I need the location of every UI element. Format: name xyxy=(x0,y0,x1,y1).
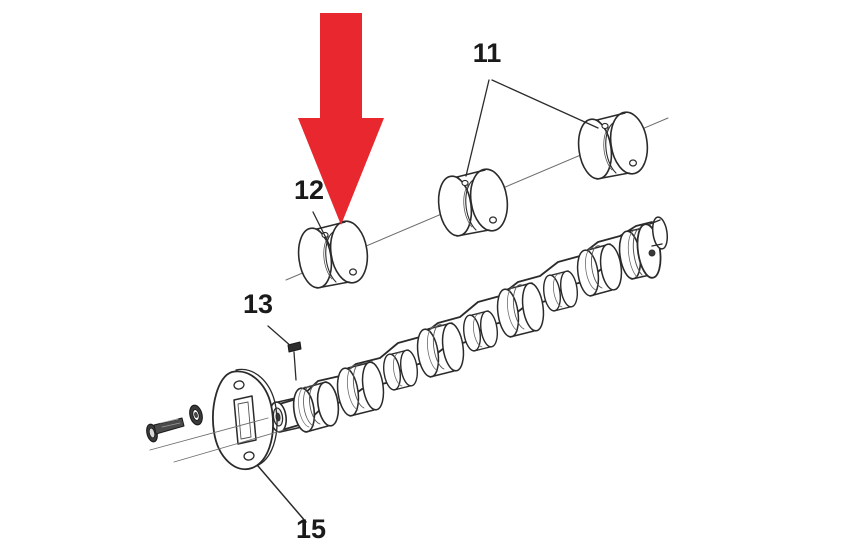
thrust-plate-bolt xyxy=(146,417,185,443)
callout-label-12: 12 xyxy=(294,175,324,205)
camshaft-journal-1 xyxy=(382,349,419,391)
camshaft-journal-3 xyxy=(542,270,579,312)
camshaft-nose-journal xyxy=(269,396,303,433)
red-down-arrow xyxy=(298,13,384,225)
camshaft-thrust-plate xyxy=(212,368,278,471)
camshaft-lobe-1 xyxy=(336,361,385,417)
camshaft-drive-flange xyxy=(292,381,340,433)
camshaft-lobe-3 xyxy=(496,282,545,338)
camshaft-lobe-2 xyxy=(416,322,465,378)
camshaft xyxy=(269,216,669,433)
callout-label-15: 15 xyxy=(296,514,326,544)
callout-label-11: 11 xyxy=(473,38,502,68)
assembly-guide-lines xyxy=(149,417,285,463)
leader-lines xyxy=(257,79,599,523)
camshaft-bearing-shell-middle xyxy=(437,168,509,237)
callout-label-13: 13 xyxy=(243,289,273,319)
woodruff-key xyxy=(287,341,302,381)
camshaft-lobe-4 xyxy=(576,243,623,297)
camshaft-bearing-shell-rear xyxy=(577,111,649,180)
thrust-plate-washer xyxy=(189,404,203,426)
camshaft-journal-2 xyxy=(462,310,499,352)
camshaft-rear-flange xyxy=(618,216,669,280)
